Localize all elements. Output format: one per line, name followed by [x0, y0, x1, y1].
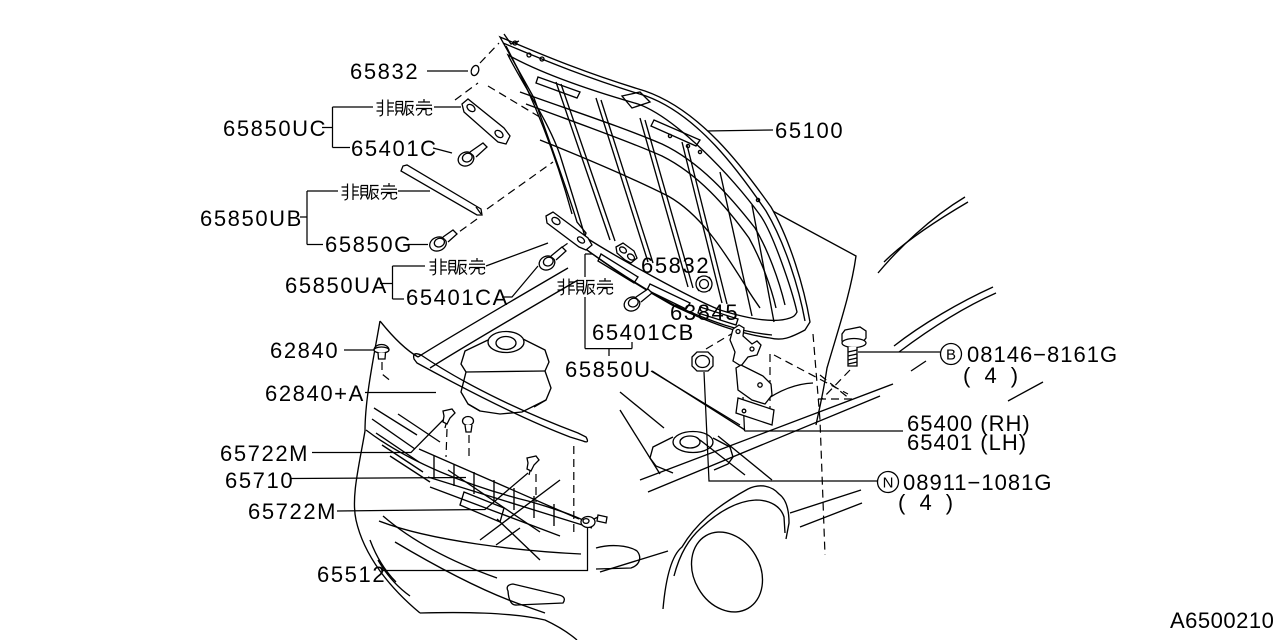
svg-text:65401C: 65401C: [351, 136, 438, 161]
svg-text:65832: 65832: [641, 253, 710, 278]
svg-text:65400 (RH): 65400 (RH): [907, 411, 1031, 436]
svg-text:65850G: 65850G: [325, 232, 413, 257]
svg-text:65100: 65100: [775, 118, 844, 143]
svg-text:65512: 65512: [317, 562, 386, 587]
svg-text:N: N: [883, 475, 894, 492]
svg-text:( 4 ): ( 4 ): [963, 363, 1022, 388]
svg-text:65850UB: 65850UB: [200, 206, 303, 231]
svg-text:65850UA: 65850UA: [285, 273, 388, 298]
svg-text:65401 (LH): 65401 (LH): [907, 430, 1027, 455]
svg-text:65722M: 65722M: [220, 441, 309, 466]
svg-text:65832: 65832: [350, 59, 419, 84]
svg-text:65850UC: 65850UC: [223, 116, 327, 141]
svg-text:63845: 63845: [670, 300, 739, 325]
svg-text:65710: 65710: [225, 468, 294, 493]
svg-text:65722M: 65722M: [248, 499, 337, 524]
svg-text:62840: 62840: [270, 338, 339, 363]
svg-text:65401CB: 65401CB: [592, 320, 695, 345]
svg-text:08911−1081G: 08911−1081G: [903, 470, 1052, 495]
svg-text:( 4 ): ( 4 ): [898, 490, 957, 515]
svg-text:08146−8161G: 08146−8161G: [967, 342, 1118, 367]
svg-text:65850U: 65850U: [565, 357, 652, 382]
svg-text:62840+A: 62840+A: [265, 381, 365, 406]
svg-text:B: B: [946, 347, 956, 364]
svg-text:A6500210: A6500210: [1170, 608, 1274, 633]
svg-text:65401CA: 65401CA: [406, 285, 509, 310]
